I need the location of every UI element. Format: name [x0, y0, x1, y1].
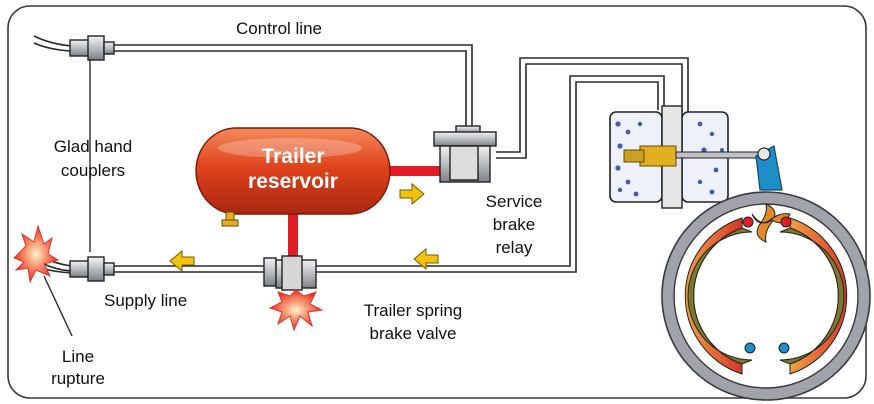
air-burst-icon: [13, 224, 60, 284]
supply-line: [112, 75, 665, 273]
service-relay-label-1: Service: [485, 192, 543, 211]
s-cam-icon: [751, 203, 791, 243]
brake-drum-icon: [661, 191, 871, 401]
service-relay-label-3: relay: [495, 238, 533, 257]
reservoir-red-pipes: [288, 166, 441, 264]
spring-valve-label-2: brake valve: [369, 324, 457, 343]
control-line-label: Control line: [236, 19, 322, 38]
glad-hand-coupler-top-icon: [69, 35, 115, 61]
diagram-frame: [7, 5, 867, 399]
spring-valve-label-1: Trailer spring: [363, 301, 463, 320]
supply-line-label: Supply line: [104, 291, 188, 310]
exhaust-burst-icon: [268, 289, 324, 332]
trailer-reservoir-label-1: Trailer: [261, 145, 325, 168]
service-brake-relay-valve: [433, 125, 497, 183]
trailer-reservoir-label-2: reservoir: [248, 170, 338, 193]
glad-hand-label-1: Glad hand: [53, 137, 133, 156]
glad-hand-label-2: couplers: [60, 161, 126, 180]
trailer-reservoir-tank: [195, 127, 391, 227]
brake-chamber-icon: [609, 105, 783, 209]
trailer-spring-brake-valve: [263, 255, 317, 291]
flow-arrow-icon: [169, 182, 439, 273]
rupture-pointer-line: [43, 275, 73, 337]
service-relay-label-2: brake: [492, 215, 536, 234]
relay-output-lines: [496, 57, 689, 159]
glad-hand-coupler-bottom-icon: [69, 256, 115, 282]
control-line: [112, 44, 473, 128]
rupture-label-2: rupture: [51, 369, 105, 388]
rupture-label-1: Line: [61, 347, 95, 366]
